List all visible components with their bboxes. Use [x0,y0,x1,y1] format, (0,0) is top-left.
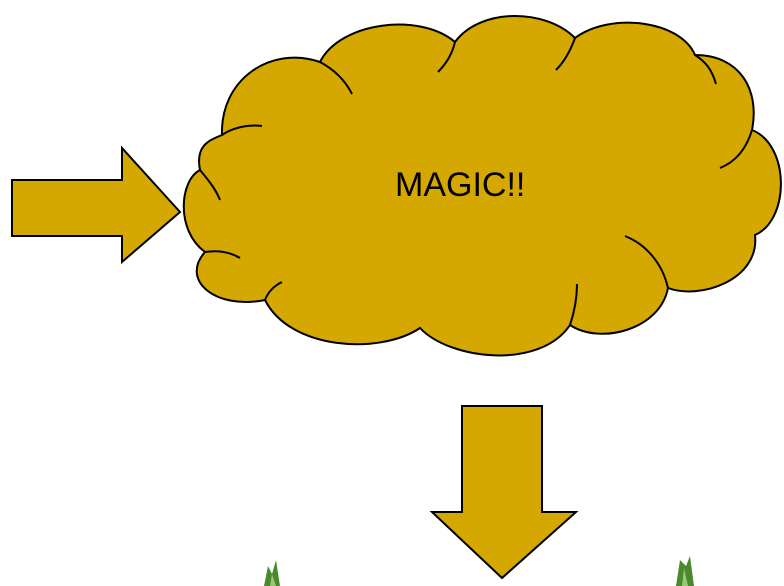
cloud-label: MAGIC!! [395,166,525,204]
plant-leaf-icon [264,556,694,586]
right-arrow-icon [11,145,182,265]
down-arrow-icon [429,405,579,580]
cloud-shape [182,15,782,357]
